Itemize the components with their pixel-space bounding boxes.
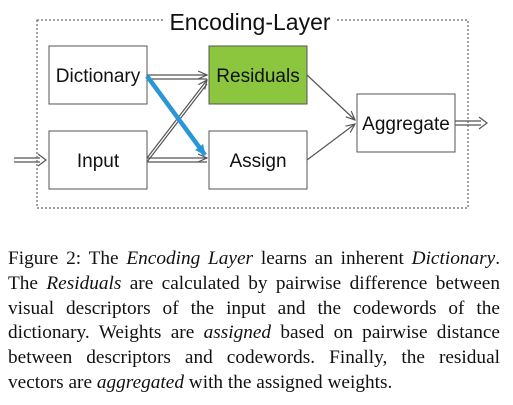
title-background bbox=[164, 6, 336, 34]
caption-text-4: based on pairwise distance between descr… bbox=[8, 322, 500, 393]
figure-caption: Figure 2: The Encoding Layer learns an i… bbox=[8, 247, 500, 396]
connector-arrows bbox=[14, 74, 488, 167]
dictionary-to-assign-highlight-arrow bbox=[145, 74, 207, 157]
caption-term-aggregated: aggregated bbox=[96, 371, 184, 393]
caption-text-2: . The bbox=[8, 248, 501, 294]
caption-text-5: with the assigned weights. bbox=[183, 371, 393, 393]
caption-term-residuals: Residuals bbox=[46, 272, 122, 294]
dictionary-label: Dictionary bbox=[56, 66, 141, 87]
caption-term-assigned: assigned bbox=[203, 322, 272, 344]
input-arrow-head bbox=[37, 153, 47, 167]
residuals-label: Residuals bbox=[216, 66, 299, 87]
assign-label: Assign bbox=[229, 151, 286, 172]
aggregate-box bbox=[356, 93, 456, 153]
input-to-residuals-arrow-2 bbox=[146, 83, 208, 163]
input-box bbox=[48, 130, 148, 190]
encoding-layer-boundary bbox=[36, 19, 469, 209]
caption-prefix: Figure 2: The bbox=[8, 248, 127, 269]
caption-term-dictionary: Dictionary bbox=[411, 248, 496, 269]
residuals-box bbox=[208, 45, 308, 105]
encoding-layer-diagram: Encoding-Layer Dictionary Residuals Inpu… bbox=[14, 6, 488, 209]
aggregate-label: Aggregate bbox=[362, 114, 450, 135]
assign-to-aggregate-arrow bbox=[306, 124, 355, 161]
output-arrow-head bbox=[478, 116, 488, 130]
caption-text-1: learns an inherent bbox=[253, 248, 412, 269]
input-label: Input bbox=[77, 151, 120, 172]
residuals-to-aggregate-arrow bbox=[306, 74, 355, 120]
caption-text-3: are calculated by pairwise difference be… bbox=[8, 272, 500, 344]
caption-term-encoding-layer: Encoding Layer bbox=[126, 248, 254, 269]
layer-title: Encoding-Layer bbox=[169, 9, 330, 35]
dictionary-box bbox=[48, 45, 148, 105]
